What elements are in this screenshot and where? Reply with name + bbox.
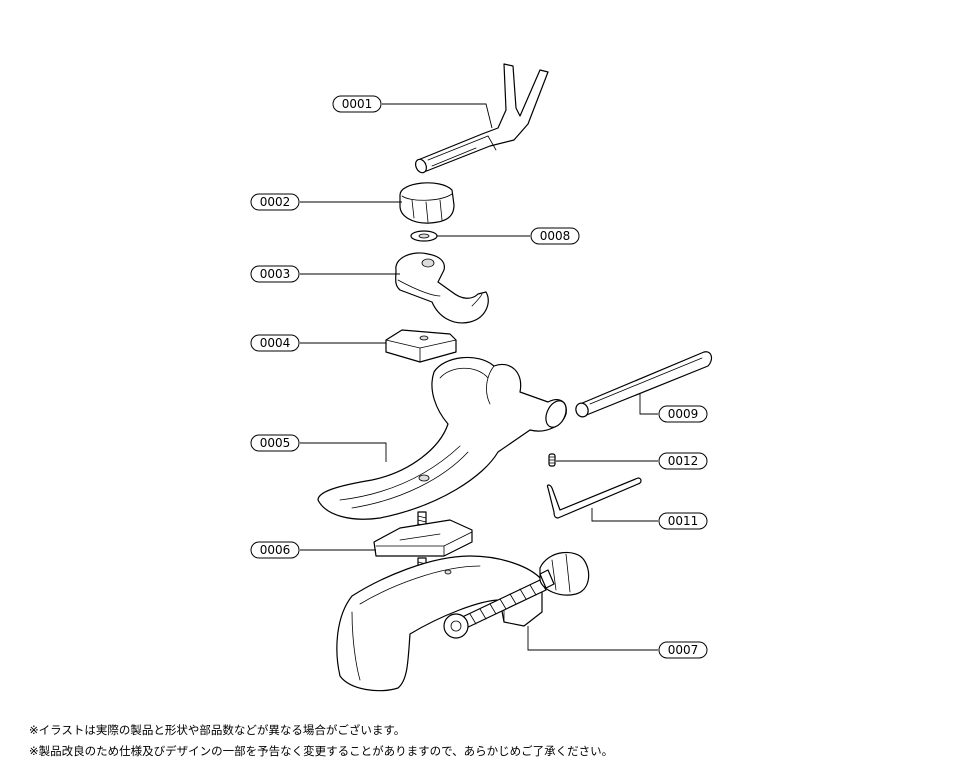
svg-text:0009: 0009 xyxy=(668,407,699,421)
svg-text:0008: 0008 xyxy=(540,229,571,243)
leader-0011 xyxy=(591,508,658,522)
label-0001: 0001 xyxy=(332,95,382,113)
part-0008-washer xyxy=(410,230,438,242)
disclaimer-notes: ※イラストは実際の製品と形状や部品数などが異なる場合がございます。 ※製品改良の… xyxy=(29,720,929,762)
svg-text:0003: 0003 xyxy=(260,267,291,281)
part-0005-holder-body xyxy=(317,356,567,520)
leader-lines xyxy=(300,103,658,651)
svg-text:0001: 0001 xyxy=(342,97,373,111)
label-0012: 0012 xyxy=(658,452,708,470)
part-0007-c-clamp xyxy=(336,551,590,692)
leader-0005 xyxy=(300,442,387,462)
label-0007: 0007 xyxy=(658,641,708,659)
label-0011: 0011 xyxy=(658,512,708,530)
part-0001-y-holder xyxy=(414,63,549,174)
svg-text:0012: 0012 xyxy=(668,454,699,468)
svg-text:0006: 0006 xyxy=(260,543,291,557)
label-0008: 0008 xyxy=(530,227,580,245)
label-0005: 0005 xyxy=(250,434,300,452)
label-0002: 0002 xyxy=(250,193,300,211)
label-0003: 0003 xyxy=(250,265,300,283)
part-0003-hook-bracket xyxy=(395,252,489,324)
label-0009: 0009 xyxy=(658,405,708,423)
svg-text:0007: 0007 xyxy=(668,643,699,657)
svg-text:0004: 0004 xyxy=(260,336,291,350)
part-0012-set-screw xyxy=(548,453,556,467)
label-0006: 0006 xyxy=(250,541,300,559)
leader-0007 xyxy=(527,626,658,651)
svg-text:0005: 0005 xyxy=(260,436,291,450)
label-0004: 0004 xyxy=(250,334,300,352)
leader-0001 xyxy=(382,103,493,129)
part-0002-knob xyxy=(399,182,455,224)
svg-text:0002: 0002 xyxy=(260,195,291,209)
note-illustration: ※イラストは実際の製品と形状や部品数などが異なる場合がございます。 xyxy=(29,723,406,737)
part-0004-block xyxy=(385,329,457,363)
leader-0009 xyxy=(639,394,658,415)
note-spec-change: ※製品改良のため仕様及びデザインの一部を予告なく変更することがありますので、あら… xyxy=(29,744,614,758)
part-0009-pin xyxy=(575,351,713,418)
svg-text:0011: 0011 xyxy=(668,514,699,528)
part-0011-hex-key xyxy=(546,477,642,519)
